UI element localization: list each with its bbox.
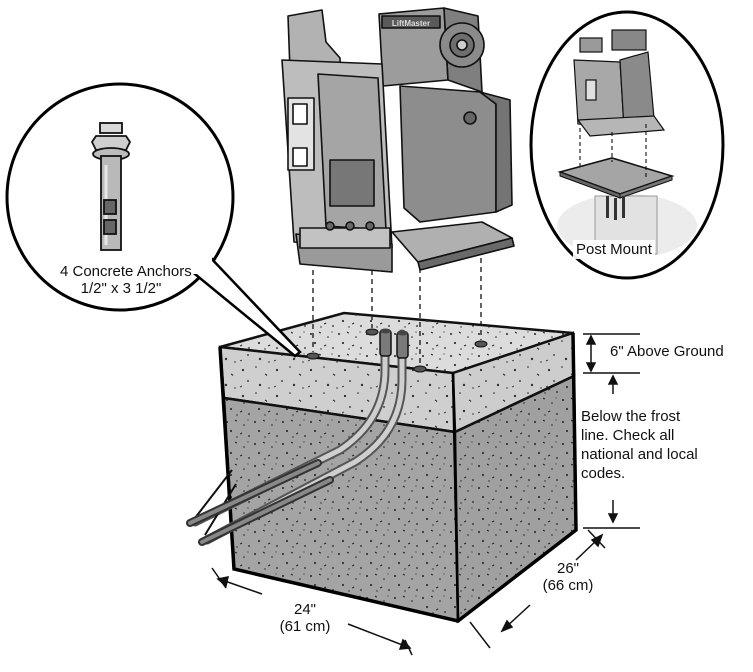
width-cm: (61 cm) (279, 618, 331, 636)
frost-line-note-line4: codes. (581, 465, 626, 482)
above-ground-label: 6" Above Ground (610, 343, 724, 360)
frost-line-note: Below the frost line. Check all national… (581, 407, 698, 483)
anchors-label-line1: 4 Concrete Anchors (60, 263, 192, 280)
frost-line-note-line2: line. Check all (581, 427, 675, 444)
post-mount-callout (529, 10, 725, 280)
anchor-bolt-icon (90, 122, 132, 251)
width-dimension-label: 24" (61 cm) (262, 601, 348, 636)
depth-cm: (66 cm) (542, 577, 594, 595)
anchor-holes (306, 328, 488, 373)
gate-operator: LiftMaster (281, 7, 515, 273)
width-inches: 24" (293, 601, 316, 618)
depth-dimension-label: 26" (66 cm) (530, 560, 606, 595)
anchors-label-line2: 1/2" x 3 1/2" (80, 280, 162, 298)
frost-line-note-line3: national and local (581, 446, 698, 463)
dimension-markers (211, 333, 640, 656)
concrete-anchor-callout (5, 82, 302, 358)
conduit-pipes-exiting (186, 459, 334, 546)
operator-brand-label: LiftMaster (392, 19, 430, 28)
concrete-pad (218, 311, 578, 624)
post-mount-label: Post Mount (573, 240, 655, 260)
anchors-label: 4 Concrete Anchors 1/2" x 3 1/2" (60, 263, 192, 298)
frost-line-note-line1: Below the frost (581, 408, 681, 425)
electrical-conduits (190, 328, 409, 545)
depth-inches: 26" (556, 560, 579, 577)
